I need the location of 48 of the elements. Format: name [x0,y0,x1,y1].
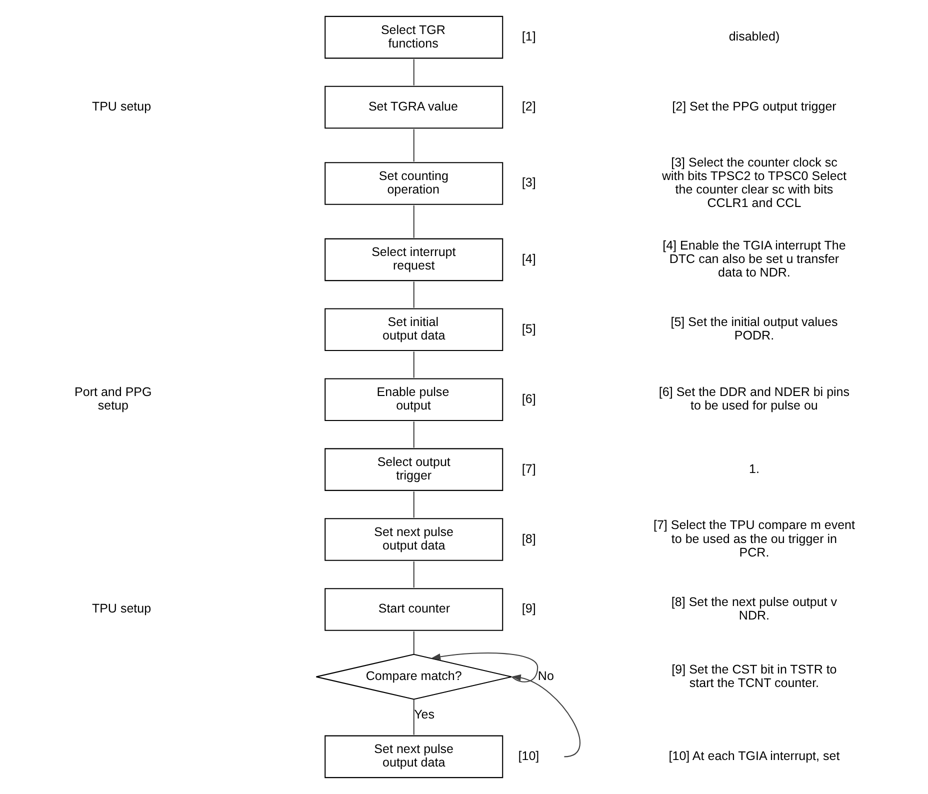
node-box: Set counting operation [324,162,503,205]
node-box: Set initial output data [324,308,503,352]
node-label: [2] [521,100,536,114]
label: TPU setup [91,100,151,114]
label: [7] Select the TPU compare m event to be used as the ou trigger in PCR. [652,518,854,560]
node-box: Select interrupt request [324,238,503,282]
node-label: [5] [521,322,536,336]
label: [6] Set the DDR and NDER bi pins to be used for pulse ou [658,385,850,413]
node-label: [7] [521,462,536,476]
label: [8] Set the next pulse output v NDR. [670,594,837,622]
node-label: [9] [521,602,536,616]
connector [412,59,414,86]
label: [3] Select the counter clock sc with bits TPSC2 to TPSC0 Select the counter clear sc with bits CCLR1 and CCL [661,155,846,210]
connector [412,422,414,448]
node-label: [8] [521,532,536,546]
node-label: [1] [521,30,536,44]
node-box: Enable pulse output [324,378,503,422]
connector [412,561,414,588]
label: [9] Set the CST bit in TSTR to start the TCNT counter. [671,662,836,690]
node-label: [6] [521,392,536,406]
connector [412,205,414,238]
label: Port and PPG setup [74,385,152,413]
label: TPU setup [91,602,151,616]
label: [10] At each TGIA interrupt, set [668,748,840,763]
node-box: Start counter [324,588,503,631]
node-box: Select TGR functions [324,16,503,59]
node-label: [4] [521,252,536,266]
node-box: Set next pulse output data [324,735,503,778]
node-box: Set next pulse output data [324,518,503,561]
label: [2] Set the PPG output trigger [672,100,836,114]
arrow [510,674,580,758]
arrow [430,652,538,682]
connector [412,129,414,162]
connector [412,699,414,735]
connector [412,352,414,378]
label: disabled) [728,30,780,44]
node-box: Set TGRA value [324,86,503,129]
connector [412,282,414,308]
label: [4] Enable the TGIA interrupt The DTC can also be set u transfer data to NDR. [662,238,846,280]
edge-label: Yes [414,708,434,722]
connector [412,631,414,654]
label: [5] Set the initial output values PODR. [670,315,838,343]
node-label: [3] [521,176,536,190]
node-box: Select output trigger [324,448,503,491]
label: 1. [748,462,759,476]
node-label: [10] [518,748,539,763]
connector [412,492,414,518]
edge-label: No [537,669,554,684]
